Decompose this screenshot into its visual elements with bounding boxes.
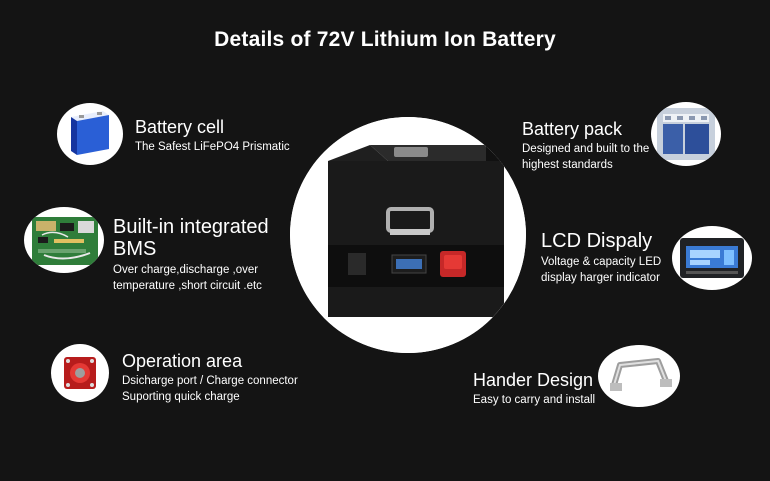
battery-cell-heading: Battery cell xyxy=(135,117,225,137)
page-title: Details of 72V Lithium Ion Battery xyxy=(214,28,556,51)
operation-desc-line2: Suporting quick charge xyxy=(122,391,240,403)
battery-pack-image xyxy=(651,102,721,166)
battery-pack-heading: Battery pack xyxy=(522,119,623,139)
feature-battery-pack: Battery pack Designed and built to the h… xyxy=(522,119,649,173)
lcd-display-image xyxy=(672,226,752,290)
handle-image xyxy=(598,345,680,407)
feature-bms: Built-in integrated BMS Over charge,disc… xyxy=(113,216,269,294)
operation-desc-line1: Dsicharge port / Charge connector xyxy=(122,375,298,387)
battery-cell-desc: The Safest LiFePO4 Prismatic xyxy=(135,141,290,153)
feature-lcd-display: LCD Dispaly Voltage & capacity LED displ… xyxy=(541,230,661,286)
handle-desc: Easy to carry and install xyxy=(473,394,596,406)
feature-operation-area: Operation area Dsicharge port / Charge c… xyxy=(122,351,298,405)
feature-handle: Hander Design Easy to carry and install xyxy=(473,370,595,408)
bms-desc-line1: Over charge,discharge ,over xyxy=(113,264,259,276)
lcd-desc-line1: Voltage & capacity LED xyxy=(541,256,662,268)
bms-heading-line1: Built-in integrated xyxy=(113,216,269,238)
lcd-heading: LCD Dispaly xyxy=(541,230,653,252)
bms-desc-line2: temperature ,short circuit .etc xyxy=(113,280,262,292)
operation-heading: Operation area xyxy=(122,351,243,371)
bms-board-image xyxy=(24,207,104,273)
feature-battery-cell: Battery cell The Safest LiFePO4 Prismati… xyxy=(135,117,290,155)
battery-pack-desc-line1: Designed and built to the xyxy=(522,143,650,155)
battery-pack-desc-line2: highest standards xyxy=(522,159,613,171)
charge-connector-image xyxy=(51,344,109,402)
battery-cell-image xyxy=(57,103,123,165)
handle-heading: Hander Design xyxy=(473,370,594,390)
battery-product-image xyxy=(290,117,526,353)
bms-heading-line2: BMS xyxy=(113,238,157,260)
lcd-desc-line2: display harger indicator xyxy=(541,272,660,284)
